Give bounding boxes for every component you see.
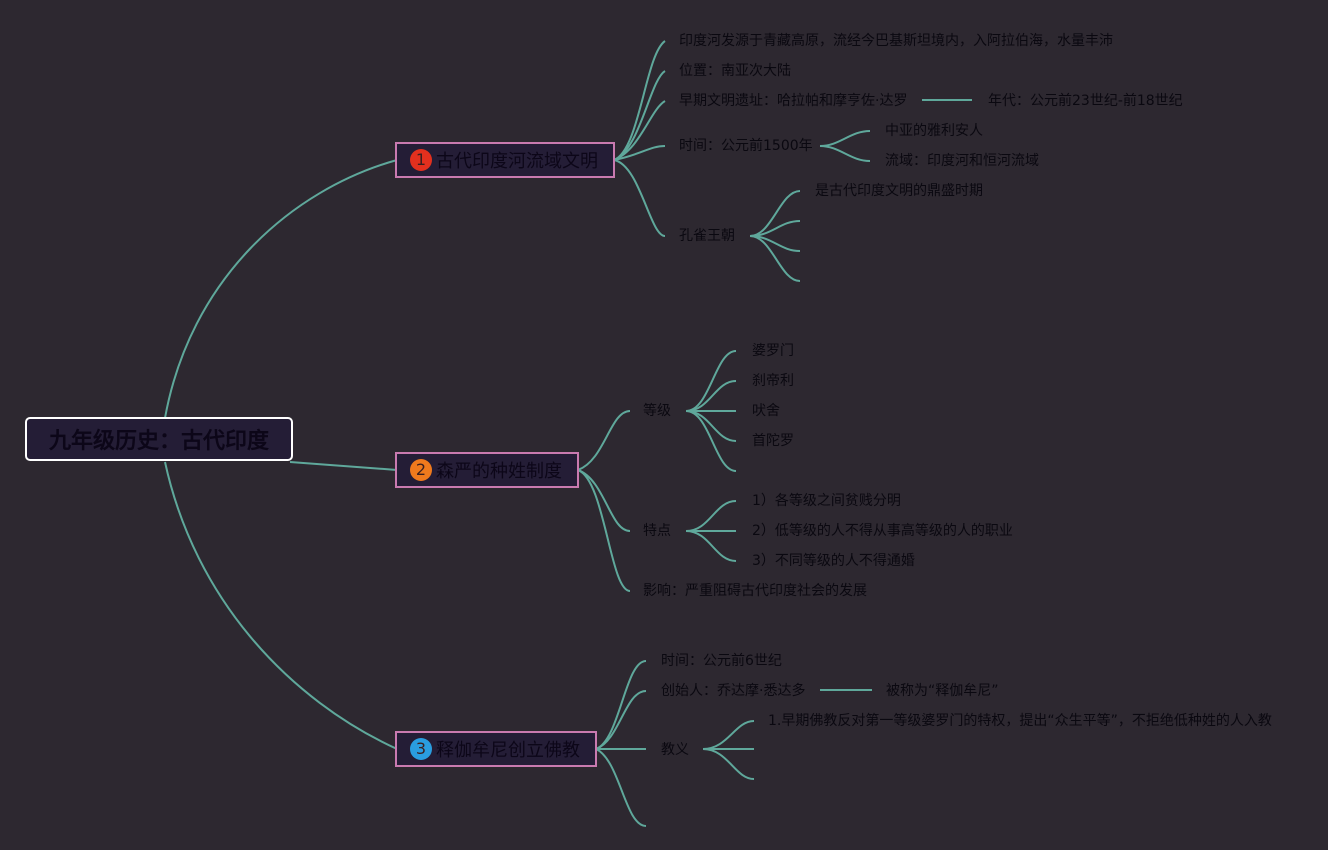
topic-node[interactable]: 中亚的雅利安人 [885, 123, 983, 139]
branch-label-3: 释伽牟尼创立佛教 [436, 740, 580, 761]
topic-node[interactable]: 刹帝利 [752, 373, 794, 389]
topic-node[interactable]: 位置：南亚次大陆 [679, 63, 791, 79]
root-label: 九年级历史：古代印度 [48, 429, 269, 454]
branch-node-2[interactable]: 2 森严的种姓制度 [395, 452, 579, 488]
topic-node[interactable]: 首陀罗 [752, 433, 794, 449]
topic-node[interactable]: 等级 [643, 403, 671, 419]
topic-node[interactable]: 时间：公元前1500年 [679, 138, 813, 154]
topic-node[interactable]: 特点 [643, 523, 671, 539]
root-node[interactable]: 九年级历史：古代印度 [25, 417, 293, 461]
topic-node[interactable]: 婆罗门 [752, 343, 794, 359]
topic-node[interactable]: 孔雀王朝 [679, 228, 735, 244]
topic-node[interactable]: 时间：公元前6世纪 [661, 653, 782, 669]
number-badge-2: 2 [410, 459, 432, 481]
number-badge-3: 3 [410, 738, 432, 760]
link-root-branch-2 [289, 461, 398, 471]
topic-node[interactable]: 是古代印度文明的鼎盛时期 [815, 183, 983, 199]
branch-node-1[interactable]: 1 古代印度河流域文明 [395, 142, 615, 178]
topic-node[interactable]: 3）不同等级的人不得通婚 [752, 553, 915, 569]
link-root-branch-1 [164, 159, 398, 419]
branch-node-3[interactable]: 3 释伽牟尼创立佛教 [395, 731, 597, 767]
topic-node[interactable]: 早期文明遗址：哈拉帕和摩亨佐·达罗 [679, 93, 908, 109]
topic-node[interactable]: 印度河发源于青藏高原，流经今巴基斯坦境内，入阿拉伯海，水量丰沛 [679, 33, 1113, 49]
topic-node[interactable]: 影响：严重阻碍古代印度社会的发展 [643, 583, 867, 599]
topic-node[interactable]: 教义 [661, 742, 689, 758]
topic-node[interactable]: 流域：印度河和恒河流域 [885, 153, 1039, 169]
topic-node[interactable]: 创始人：乔达摩·悉达多 [661, 683, 806, 699]
branch-label-2: 森严的种姓制度 [436, 461, 562, 482]
topic-node[interactable]: 1）各等级之间贫贱分明 [752, 493, 901, 509]
topic-node[interactable]: 2）低等级的人不得从事高等级的人的职业 [752, 523, 1013, 539]
topic-node[interactable]: 年代：公元前23世纪-前18世纪 [988, 93, 1183, 109]
branch-label-1: 古代印度河流域文明 [436, 151, 598, 172]
topic-node[interactable]: 吠舍 [752, 403, 780, 419]
topic-node[interactable]: 被称为“释伽牟尼” [886, 683, 999, 699]
number-badge-1: 1 [410, 149, 432, 171]
link-root-branch-3 [164, 461, 398, 750]
topic-node[interactable]: 1.早期佛教反对第一等级婆罗门的特权，提出“众生平等”，不拒绝低种姓的人入教 [768, 713, 1272, 729]
